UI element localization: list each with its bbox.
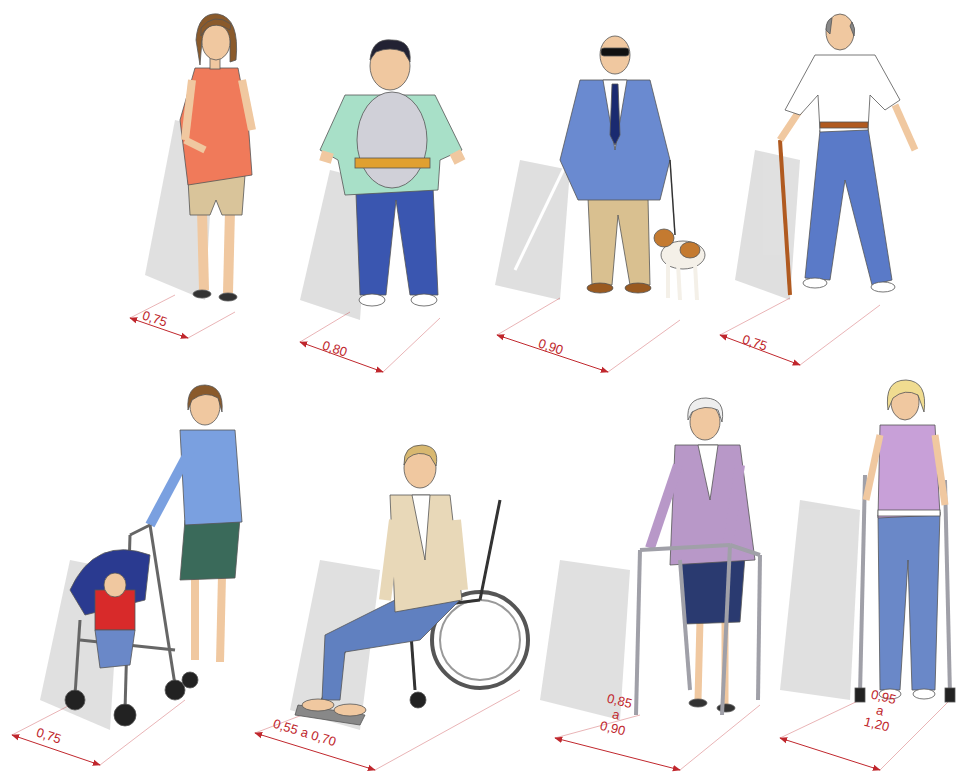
dimension-label: 0,80 (320, 338, 348, 359)
blind-man-with-dog (515, 36, 705, 300)
dimension-label: 0,90 (536, 336, 564, 357)
dimension-lines (12, 295, 950, 770)
woman-with-crutches (855, 380, 955, 702)
woman-with-walker (636, 398, 760, 715)
dimension-label: 0,55 a 0,70 (271, 717, 337, 749)
shadows (40, 120, 860, 730)
dimension-label: 0,75 (740, 332, 768, 353)
dimension-label: 0,75 (140, 308, 168, 329)
dimension-label: 0,75 (34, 725, 62, 746)
man-with-cane (780, 14, 915, 295)
woman-with-stroller (65, 385, 242, 726)
pregnant-woman (180, 14, 252, 301)
dimension-label: 0,85 a 0,90 (593, 690, 638, 739)
man-in-wheelchair (295, 445, 528, 725)
dimension-label: 0,95 a 1,20 (857, 686, 902, 735)
large-man (320, 40, 462, 306)
